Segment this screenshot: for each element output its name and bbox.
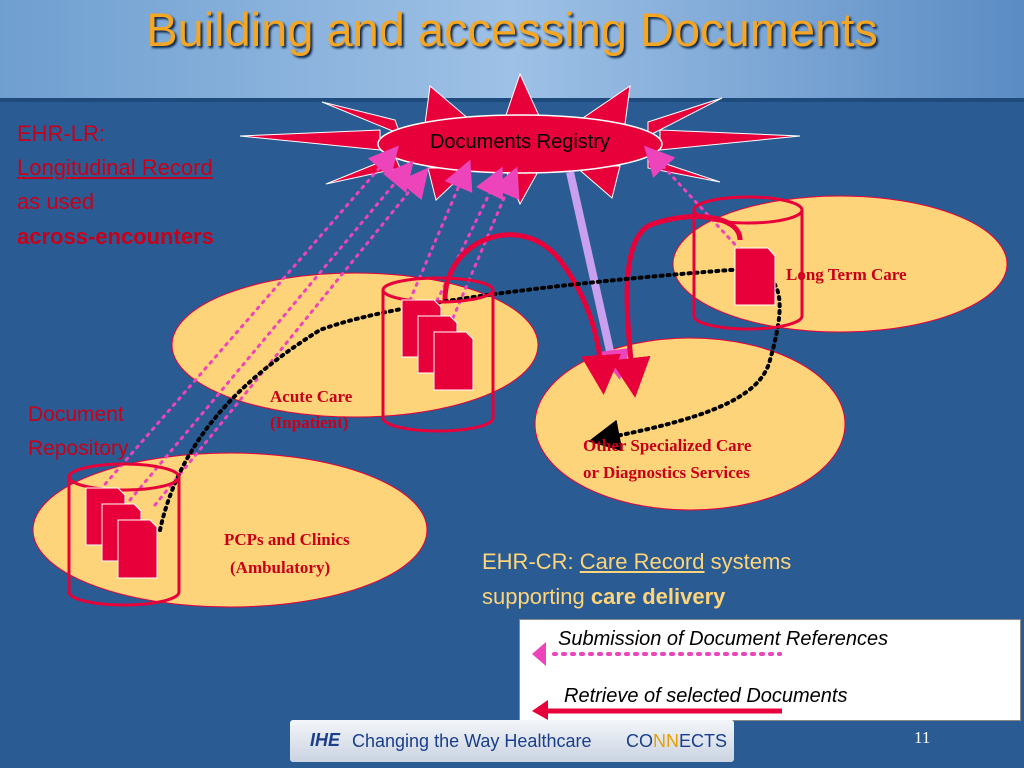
submission-legend-arrowhead	[532, 642, 546, 666]
ehr-cr-supporting: supporting	[482, 584, 591, 609]
ehr-lr-across: across-encounters	[17, 224, 214, 249]
long-term-cylinder	[692, 195, 804, 331]
ehr-lr-as-used: as used	[17, 189, 95, 214]
long-term-care-label: Long Term Care	[786, 265, 907, 284]
legend-box: Submission of Document References Retrie…	[519, 619, 1021, 721]
ehr-cr-line2: supporting care delivery	[482, 584, 725, 610]
ehr-cr-care-delivery: care delivery	[590, 584, 726, 609]
acute-documents	[401, 299, 474, 391]
legend-symbols	[532, 642, 782, 720]
connects-nn: NN	[653, 731, 679, 751]
ehr-lr-heading: EHR-LR:	[17, 121, 106, 146]
ehr-cr-systems: systems	[704, 549, 792, 574]
ehr-cr-prefix: EHR-CR:	[482, 549, 580, 574]
ehr-lr-longitudinal: Longitudinal Record	[17, 155, 213, 180]
ihe-logo: IHE	[310, 730, 341, 750]
acute-care-label-2: (Inpatient)	[270, 413, 349, 432]
ehr-cr-care-record: Care Record	[579, 549, 705, 574]
other-services-label-1: Other Specialized Care	[583, 436, 752, 455]
slide-title: Building and accessing Documents	[146, 3, 878, 56]
long-term-care-ellipse	[672, 195, 1008, 333]
footer-tagline: Changing the Way Healthcare	[352, 731, 592, 751]
page-number: 11	[914, 728, 931, 747]
legend-submission-label: Submission of Document References	[558, 628, 889, 650]
acute-care-label-1: Acute Care	[270, 387, 353, 406]
pcps-label-1: PCPs and Clinics	[224, 530, 350, 549]
header-band	[0, 0, 1024, 100]
long-term-documents	[734, 247, 776, 306]
registry-label: Documents Registry	[429, 131, 611, 153]
connects-pre: CO	[626, 731, 653, 751]
footer-banner: IHE Changing the Way Healthcare CONNECTS	[290, 720, 734, 762]
pcps-cylinder	[67, 462, 181, 607]
retrieve-legend-arrowhead	[532, 700, 548, 720]
submission-lines	[98, 145, 742, 507]
pcps-documents	[85, 487, 158, 579]
document-flow-path	[158, 267, 782, 532]
acute-cylinder	[381, 276, 495, 433]
pcps-label-2: (Ambulatory)	[230, 558, 331, 577]
connects-post: ECTS	[679, 731, 728, 751]
repository-label-2: Repository	[28, 437, 129, 460]
footer-connects: CONNECTS	[626, 731, 727, 752]
other-services-label-2: or Diagnostics Services	[583, 463, 750, 482]
legend-retrieve-label: Retrieve of selected Documents	[564, 685, 848, 707]
registry-ellipse	[377, 114, 663, 174]
other-services-ellipse	[534, 337, 846, 511]
ehr-cr-line1: EHR-CR: Care Record systems	[482, 549, 791, 575]
repository-label-1: Document	[28, 403, 124, 426]
